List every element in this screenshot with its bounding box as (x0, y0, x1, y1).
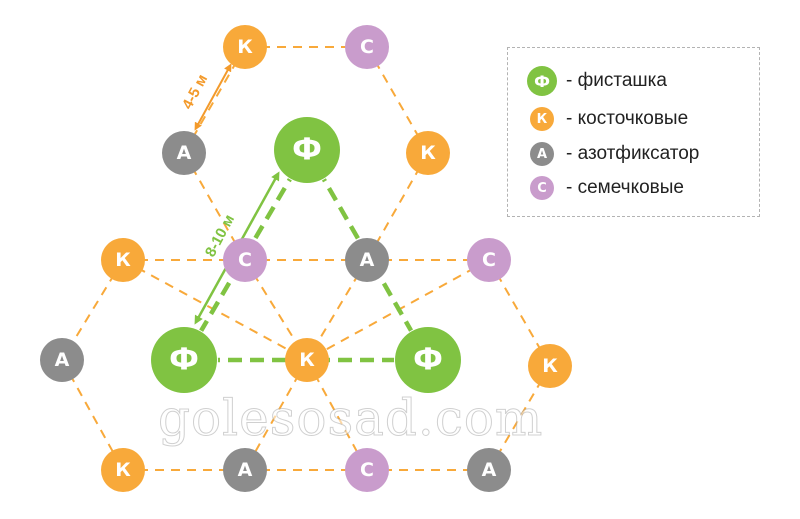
node-label: А (360, 249, 375, 271)
node-label: С (482, 249, 496, 271)
node-label: К (420, 142, 436, 164)
pome-fruit-dot-icon: С (530, 176, 554, 200)
node-label: К (237, 36, 253, 58)
node-label: К (115, 459, 131, 481)
legend-label-nitrogen-fixer: - азотфиксатор (566, 143, 700, 164)
legend-item-pome-fruit: С - семечковые (530, 173, 684, 203)
node-circle (406, 131, 450, 175)
node-label: Ф (292, 133, 322, 168)
node-circle (528, 344, 572, 388)
node-k-far-right: К (528, 344, 572, 388)
legend-item-nitrogen-fixer: А - азотфиксатор (530, 139, 699, 169)
node-k-bottom-left: К (101, 448, 145, 492)
node-s-center-left: С (223, 238, 267, 282)
node-s-bottom-3: С (345, 448, 389, 492)
small-distance-arrow (194, 63, 232, 131)
node-a-center-right: А (345, 238, 389, 282)
node-k-mid-left: К (101, 238, 145, 282)
node-a-bottom-right: А (467, 448, 511, 492)
small-distance-label: 4-5 м (179, 72, 211, 113)
node-label: А (177, 142, 192, 164)
node-label: А (238, 459, 253, 481)
watermark: golesosad.com (157, 389, 544, 448)
node-label: С (360, 459, 374, 481)
node-circle (467, 448, 511, 492)
node-circle (467, 238, 511, 282)
node-label: С (238, 249, 252, 271)
pistachio-dot-icon: Ф (527, 66, 557, 96)
legend-item-stone-fruit: К - косточковые (530, 104, 688, 134)
node-circle (345, 238, 389, 282)
node-circle (285, 338, 329, 382)
node-circle (40, 338, 84, 382)
node-circle (274, 117, 340, 183)
node-circle (223, 25, 267, 69)
node-a-upper-left: А (162, 131, 206, 175)
node-circle (345, 25, 389, 69)
legend: Ф - фисташка К - косточковые А - азотфик… (507, 47, 760, 217)
node-a-bottom-2: А (223, 448, 267, 492)
node-label: Ф (169, 343, 199, 378)
legend-label-pistachio: - фисташка (566, 70, 667, 91)
node-k-upper-right: К (406, 131, 450, 175)
node-k-top-left: К (223, 25, 267, 69)
node-circle (395, 327, 461, 393)
node-label: А (482, 459, 497, 481)
node-s-mid-right: С (467, 238, 511, 282)
node-circle (101, 448, 145, 492)
node-f-top: Ф (273, 116, 341, 184)
nitrogen-fixer-dot-icon: А (530, 142, 554, 166)
node-circle (223, 448, 267, 492)
legend-label-stone-fruit: - косточковые (566, 108, 689, 129)
node-label: А (55, 349, 70, 371)
stone-fruit-dot-icon: К (530, 107, 554, 131)
node-label: К (115, 249, 131, 271)
node-f-bottom-left: Ф (150, 326, 218, 394)
node-label: К (542, 355, 558, 377)
node-label: К (299, 349, 315, 371)
node-label: Ф (413, 343, 443, 378)
legend-item-pistachio: Ф - фисташка (527, 66, 667, 96)
node-label: С (360, 36, 374, 58)
node-k-center: К (285, 338, 329, 382)
node-circle (162, 131, 206, 175)
node-circle (345, 448, 389, 492)
node-a-far-left: А (40, 338, 84, 382)
node-circle (223, 238, 267, 282)
legend-label-pome-fruit: - семечковые (566, 177, 684, 198)
node-f-bottom-right: Ф (394, 326, 462, 394)
node-circle (151, 327, 217, 393)
node-circle (101, 238, 145, 282)
node-s-top-right: С (345, 25, 389, 69)
